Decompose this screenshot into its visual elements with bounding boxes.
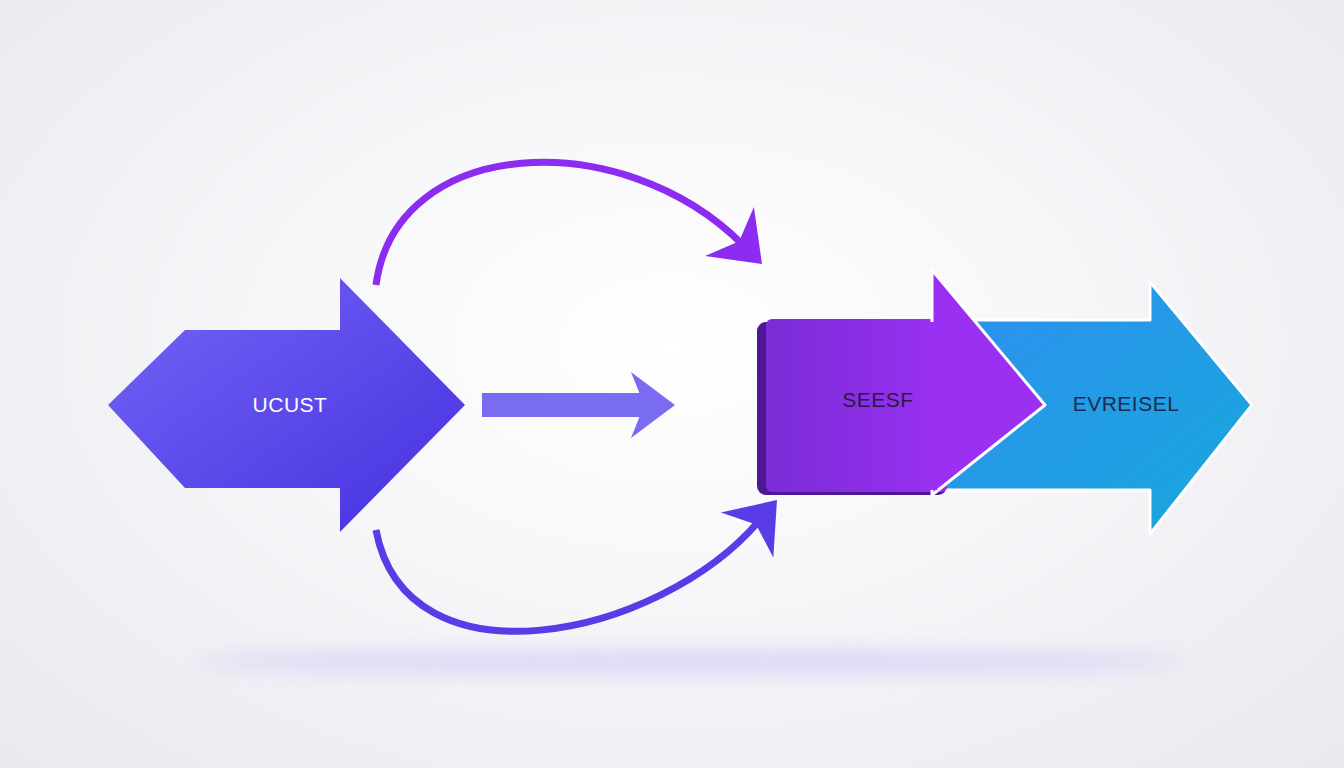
node-outline bbox=[757, 270, 1045, 495]
node-label: SEESF bbox=[842, 388, 913, 412]
arrow-head bbox=[631, 372, 675, 438]
node-label: UCUST bbox=[253, 393, 328, 417]
connector-arrow bbox=[482, 372, 675, 438]
arrow-block: UCUST bbox=[108, 278, 465, 532]
connector-line bbox=[376, 521, 759, 631]
connector-arrow bbox=[376, 500, 777, 631]
arrow-shape bbox=[108, 278, 465, 532]
connector-arrow bbox=[376, 162, 762, 285]
arrow-joint bbox=[927, 322, 937, 490]
box-front bbox=[766, 319, 947, 492]
arrow-head bbox=[721, 500, 777, 557]
arrow-head bbox=[705, 207, 762, 264]
connector-line bbox=[482, 393, 649, 417]
arrow-shape bbox=[930, 282, 1252, 534]
node-label: EVREISEL bbox=[1073, 392, 1180, 416]
connector-line bbox=[376, 162, 742, 285]
floor-shadow bbox=[190, 648, 1190, 676]
arrow-block: SEESF bbox=[757, 270, 1045, 495]
